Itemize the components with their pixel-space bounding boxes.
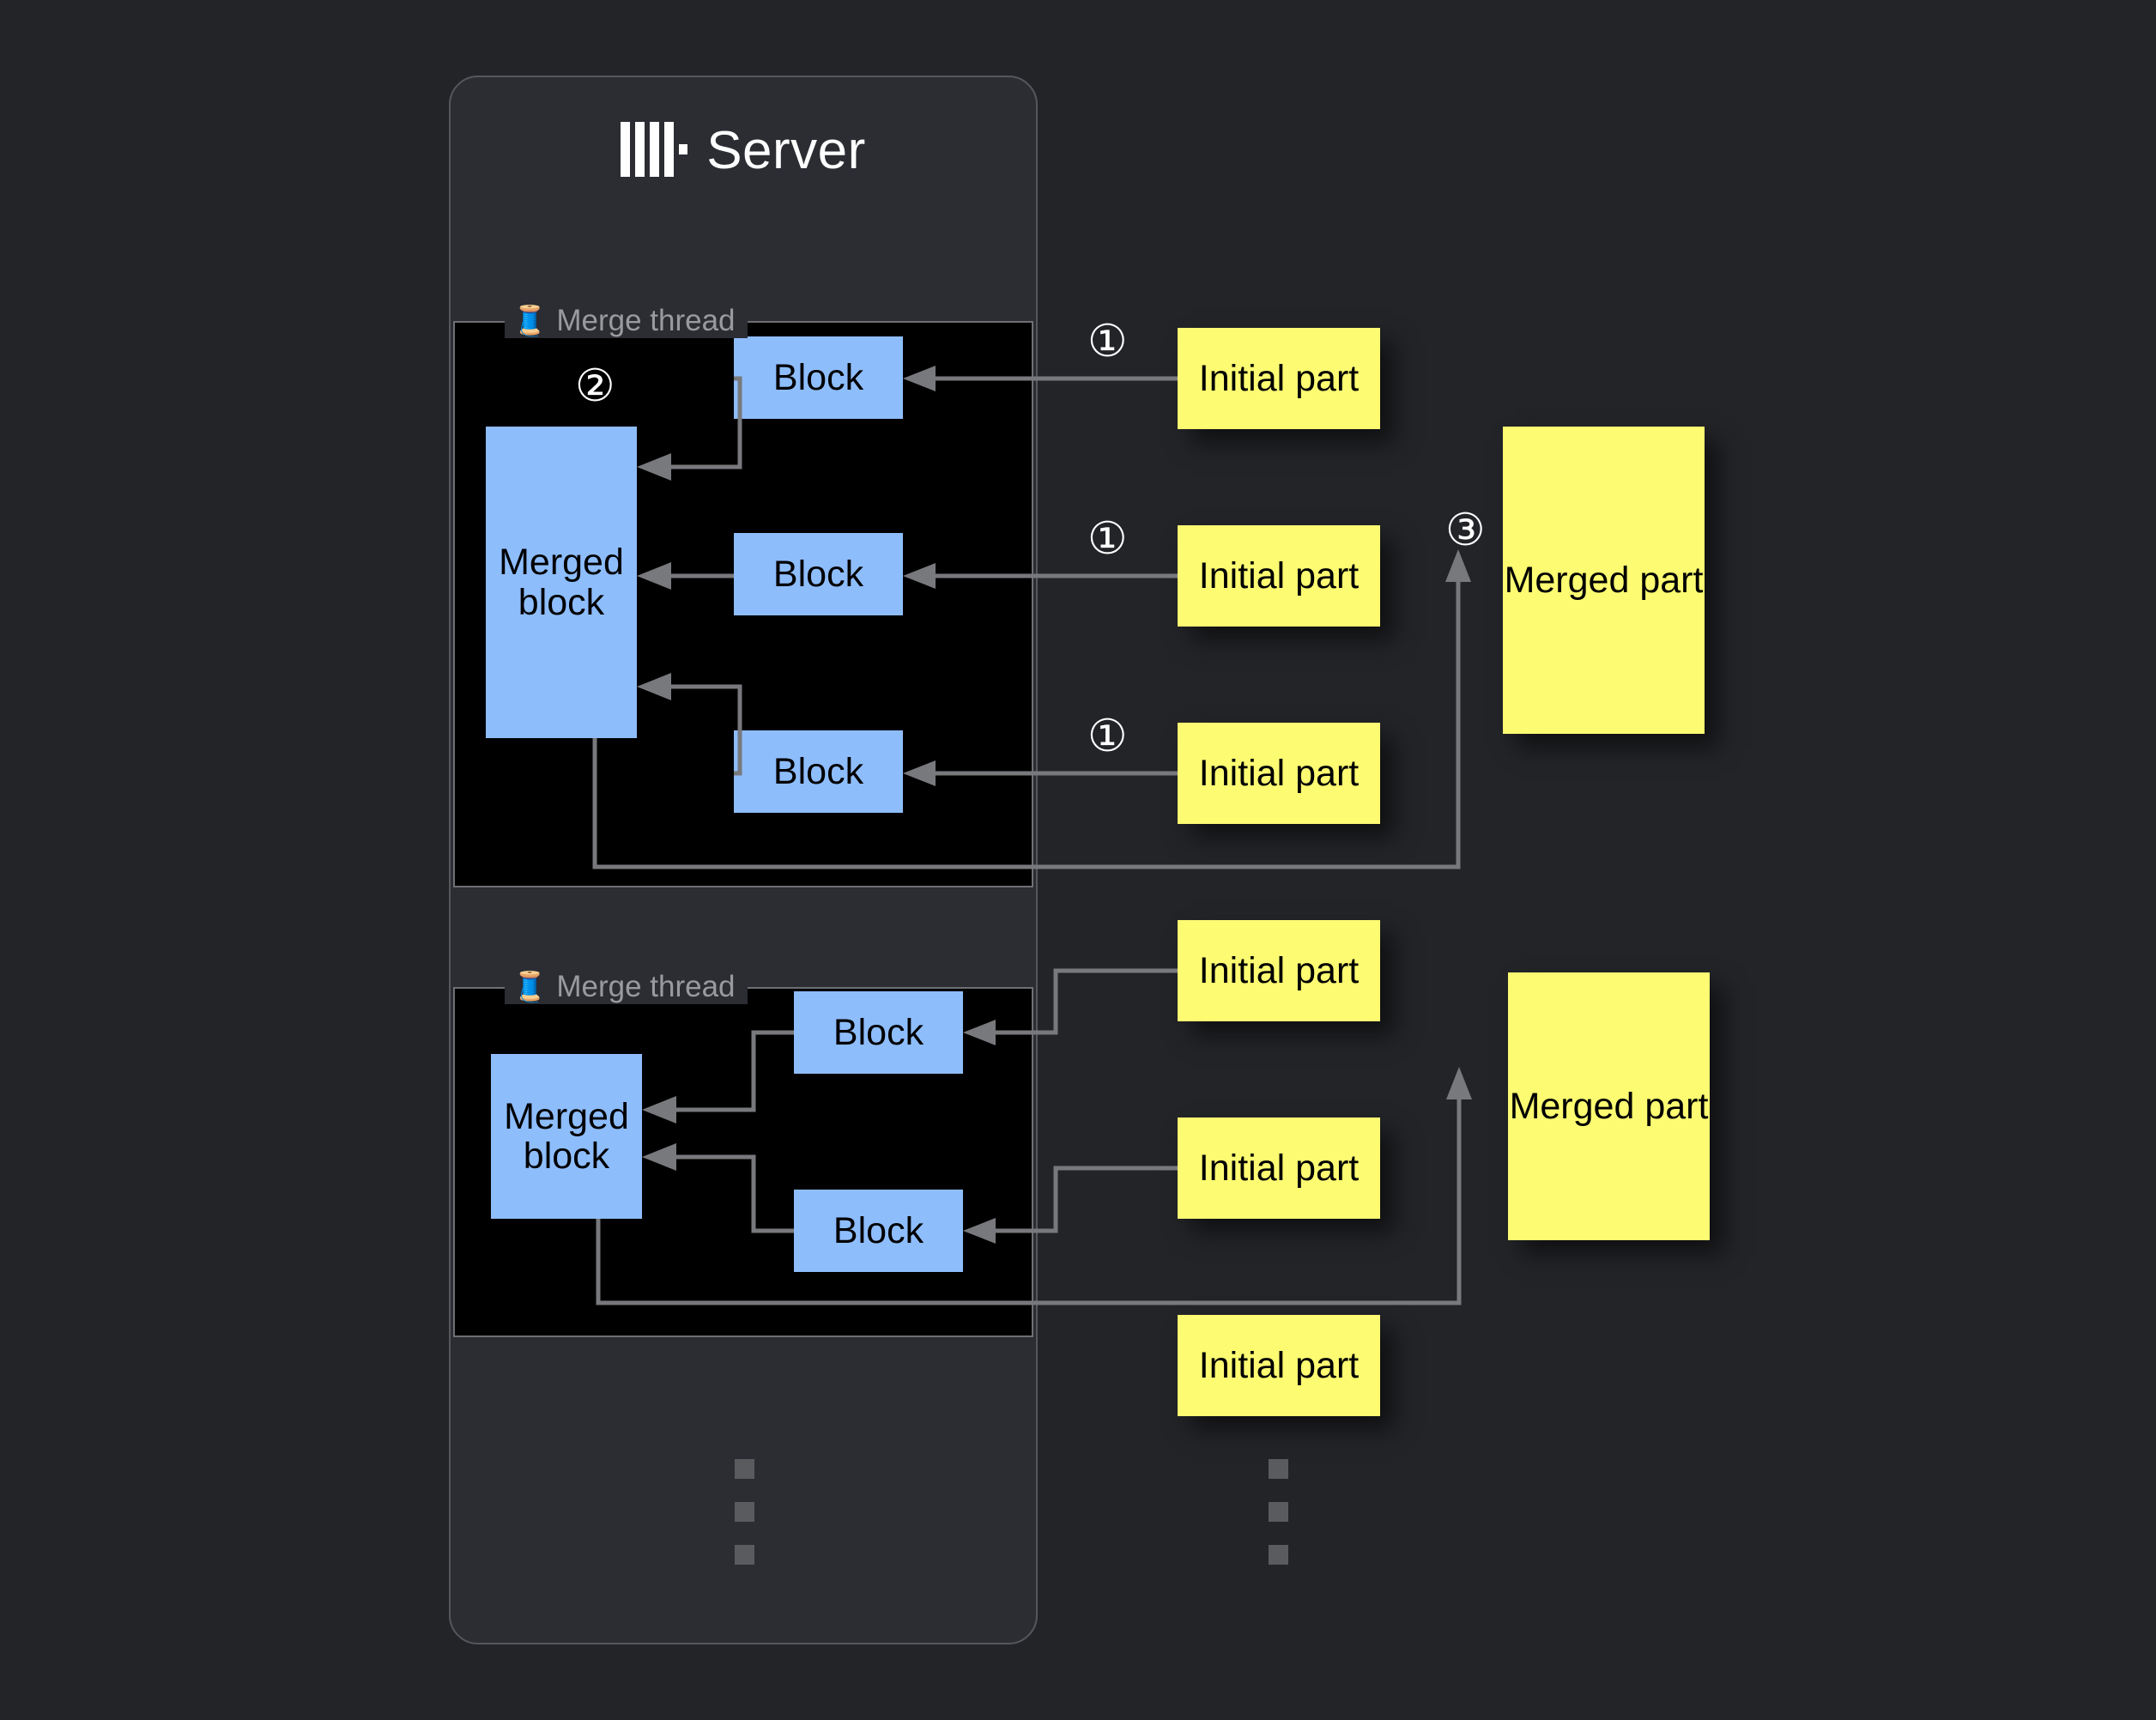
initial-part-3-label: Initial part (1198, 752, 1360, 794)
merge-thread-label-1: 🧵 Merge thread (505, 304, 748, 338)
initial-part-1-label: Initial part (1198, 357, 1360, 399)
block-2-1: Block (794, 991, 963, 1074)
thread-spool-icon: 🧵 (512, 305, 548, 337)
block-1-1: Block (734, 336, 903, 419)
step-marker-1a: ① (1087, 316, 1128, 367)
initial-part-6: Initial part (1178, 1315, 1380, 1416)
step-marker-2: ② (575, 360, 615, 412)
initial-part-5-label: Initial part (1198, 1147, 1360, 1189)
block-1-2: Block (734, 533, 903, 615)
block-2-2-label: Block (833, 1209, 924, 1251)
arrow-head (1445, 549, 1471, 582)
server-title: Server (449, 112, 1038, 189)
block-1-3: Block (734, 730, 903, 813)
merge-thread-label-2: 🧵 Merge thread (505, 970, 748, 1004)
ellipsis-dot (735, 1545, 754, 1565)
ellipsis-dot (1269, 1545, 1288, 1565)
merged-part-2: Merged part (1508, 972, 1710, 1240)
merge-thread-label-1-text: Merge thread (556, 304, 736, 337)
merge-thread-label-2-text: Merge thread (556, 970, 736, 1003)
arrow-head (1446, 1067, 1472, 1099)
arrow-head (642, 1143, 676, 1171)
initial-part-5: Initial part (1178, 1117, 1380, 1219)
initial-part-4-label: Initial part (1198, 949, 1360, 991)
merged-block-1: Merged block (486, 427, 637, 738)
block-1-1-label: Block (772, 356, 864, 398)
block-1-2-label: Block (772, 553, 864, 595)
arrow-head (637, 673, 671, 700)
merged-part-1-label: Merged part (1504, 559, 1704, 601)
ellipsis-dot (735, 1459, 754, 1479)
merged-block-2: Merged block (491, 1054, 642, 1219)
merged-part-2-label: Merged part (1509, 1085, 1709, 1127)
initial-part-2-label: Initial part (1198, 554, 1360, 597)
initial-part-4: Initial part (1178, 920, 1380, 1021)
block-1-3-label: Block (772, 750, 864, 792)
server-title-text: Server (706, 120, 866, 180)
arrow-head (903, 563, 936, 589)
block-2-2: Block (794, 1190, 963, 1272)
ellipsis-dot (1269, 1502, 1288, 1522)
step-marker-3: ③ (1445, 505, 1486, 556)
initial-part-3: Initial part (1178, 723, 1380, 824)
arrow-head (963, 1020, 996, 1045)
arrow-head (637, 453, 671, 481)
arrow-head (963, 1218, 996, 1244)
parts-ellipsis (1269, 1459, 1288, 1565)
merged-block-1-label: Merged block (499, 542, 624, 623)
ellipsis-dot (735, 1502, 754, 1522)
thread-spool-icon: 🧵 (512, 971, 548, 1003)
merged-block-2-label: Merged block (504, 1095, 629, 1177)
step-marker-1b: ① (1087, 513, 1128, 565)
arrow-head (903, 760, 936, 786)
arrow-head (642, 1096, 676, 1123)
arrow-head (903, 366, 936, 391)
server-ellipsis (735, 1459, 754, 1565)
ellipsis-dot (1269, 1459, 1288, 1479)
initial-part-6-label: Initial part (1198, 1344, 1360, 1386)
step-marker-1c: ① (1087, 711, 1128, 762)
merged-part-1: Merged part (1503, 427, 1705, 734)
clickhouse-logo-icon (621, 122, 688, 177)
initial-part-1: Initial part (1178, 328, 1380, 429)
block-2-1-label: Block (833, 1011, 924, 1053)
arrow-head (637, 562, 671, 590)
initial-part-2: Initial part (1178, 525, 1380, 627)
